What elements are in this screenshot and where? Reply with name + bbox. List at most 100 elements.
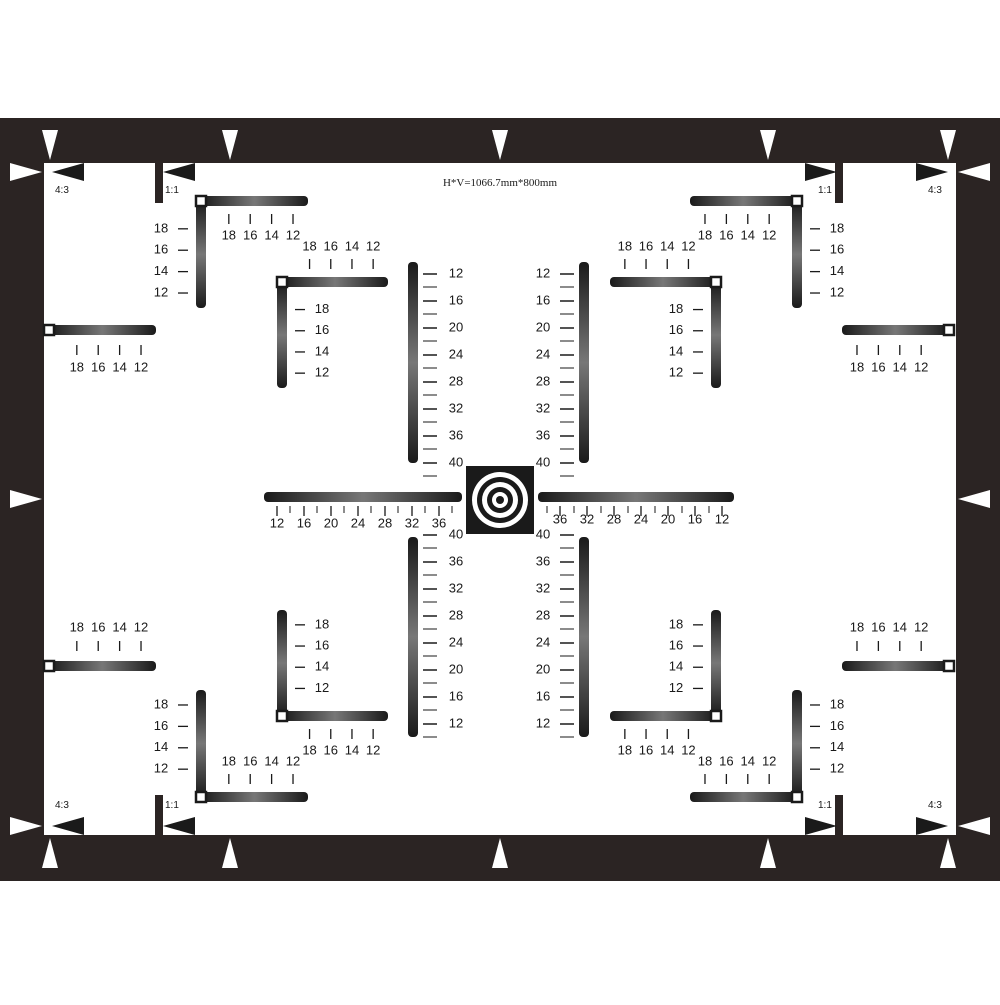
- wedge-label: 12: [762, 227, 776, 242]
- ratio-label-1-1: 1:1: [165, 185, 179, 196]
- wedge-label: 36: [449, 427, 463, 442]
- wedge-label: 14: [315, 343, 329, 358]
- wedge-label: 14: [893, 359, 907, 374]
- square-marker-icon: [942, 659, 956, 673]
- wedge-label: 18: [302, 742, 316, 757]
- wedge-label: 18: [850, 619, 864, 634]
- triangle-arrow-icon: [163, 163, 195, 181]
- wedge-label: 36: [536, 553, 550, 568]
- wedge-label: 18: [618, 742, 632, 757]
- hyperbolic-wedge: [579, 537, 589, 737]
- triangle-arrow-icon: [10, 490, 42, 508]
- wedge-label: 18: [315, 301, 329, 316]
- wedge-label: 16: [315, 322, 329, 337]
- wedge-label: 32: [449, 400, 463, 415]
- wedge-label: 18: [698, 227, 712, 242]
- ratio-label-4-3: 4:3: [55, 185, 69, 196]
- triangle-arrow-icon: [760, 130, 776, 160]
- wedge-label: 12: [286, 753, 300, 768]
- wedge-label: 12: [914, 359, 928, 374]
- wedge-label: 24: [536, 346, 550, 361]
- wedge-label: 12: [449, 265, 463, 280]
- wedge-label: 12: [154, 761, 168, 776]
- triangle-arrow-icon: [958, 163, 990, 181]
- wedge-label: 16: [315, 637, 329, 652]
- wedge-label: 36: [449, 553, 463, 568]
- wedge-label: 32: [536, 580, 550, 595]
- wedge-label: 12: [154, 284, 168, 299]
- wedge-label: 14: [669, 659, 683, 674]
- wedge-label: 14: [264, 753, 278, 768]
- triangle-arrow-icon: [916, 817, 948, 835]
- triangle-arrow-icon: [805, 817, 837, 835]
- wedge-label: 12: [536, 715, 550, 730]
- wedge-label: 16: [830, 242, 844, 257]
- wedge-label: 16: [871, 359, 885, 374]
- square-marker-icon: [790, 790, 804, 804]
- wedge-label: 14: [112, 619, 126, 634]
- square-marker-icon: [194, 790, 208, 804]
- wedge-label: 12: [830, 761, 844, 776]
- wedge-label: 12: [315, 365, 329, 380]
- wedge-label: 12: [366, 238, 380, 253]
- wedge-label: 18: [669, 301, 683, 316]
- hyperbolic-wedge: [282, 277, 388, 287]
- wedge-label: 40: [536, 526, 550, 541]
- hyperbolic-wedge: [49, 661, 156, 671]
- square-marker-icon: [709, 709, 723, 723]
- wedge-label: 24: [449, 634, 463, 649]
- wedge-label: 18: [698, 753, 712, 768]
- wedge-label: 16: [324, 742, 338, 757]
- wedge-label: 16: [91, 359, 105, 374]
- wedge-label: 32: [536, 400, 550, 415]
- wedge-label: 32: [405, 515, 419, 530]
- wedge-label: 16: [830, 718, 844, 733]
- wedge-label: 18: [222, 227, 236, 242]
- hyperbolic-wedge: [538, 492, 734, 502]
- wedge-label: 16: [871, 619, 885, 634]
- wedge-label: 18: [70, 619, 84, 634]
- wedge-label: 28: [607, 511, 621, 526]
- triangle-arrow-icon: [42, 130, 58, 160]
- frame-notch: [835, 795, 843, 835]
- hyperbolic-wedge: [690, 196, 797, 206]
- wedge-label: 12: [681, 742, 695, 757]
- triangle-arrow-icon: [222, 838, 238, 868]
- wedge-label: 24: [449, 346, 463, 361]
- hyperbolic-wedge: [201, 196, 308, 206]
- wedge-label: 36: [432, 515, 446, 530]
- wedge-label: 12: [134, 619, 148, 634]
- wedge-label: 18: [302, 238, 316, 253]
- hyperbolic-wedge: [842, 325, 949, 335]
- wedge-label: 18: [154, 696, 168, 711]
- wedge-label: 14: [669, 343, 683, 358]
- hyperbolic-wedge: [579, 262, 589, 463]
- ratio-label-1-1: 1:1: [165, 800, 179, 811]
- wedge-label: 16: [449, 688, 463, 703]
- triangle-arrow-icon: [760, 838, 776, 868]
- wedge-label: 28: [449, 607, 463, 622]
- wedge-label: 12: [681, 238, 695, 253]
- wedge-label: 36: [553, 511, 567, 526]
- wedge-label: 24: [351, 515, 365, 530]
- wedge-label: 14: [345, 238, 359, 253]
- wedge-label: 16: [669, 322, 683, 337]
- wedge-label: 18: [70, 359, 84, 374]
- wedge-label: 20: [449, 319, 463, 334]
- wedge-label: 12: [315, 680, 329, 695]
- hyperbolic-wedge: [792, 690, 802, 797]
- triangle-arrow-icon: [10, 163, 42, 181]
- wedge-label: 20: [449, 661, 463, 676]
- wedge-label: 14: [830, 263, 844, 278]
- wedge-label: 16: [669, 637, 683, 652]
- wedge-label: 16: [297, 515, 311, 530]
- wedge-label: 16: [154, 242, 168, 257]
- wedge-label: 12: [914, 619, 928, 634]
- wedge-label: 20: [661, 511, 675, 526]
- triangle-arrow-icon: [940, 130, 956, 160]
- square-marker-icon: [194, 194, 208, 208]
- wedge-label: 16: [639, 742, 653, 757]
- wedge-label: 18: [830, 696, 844, 711]
